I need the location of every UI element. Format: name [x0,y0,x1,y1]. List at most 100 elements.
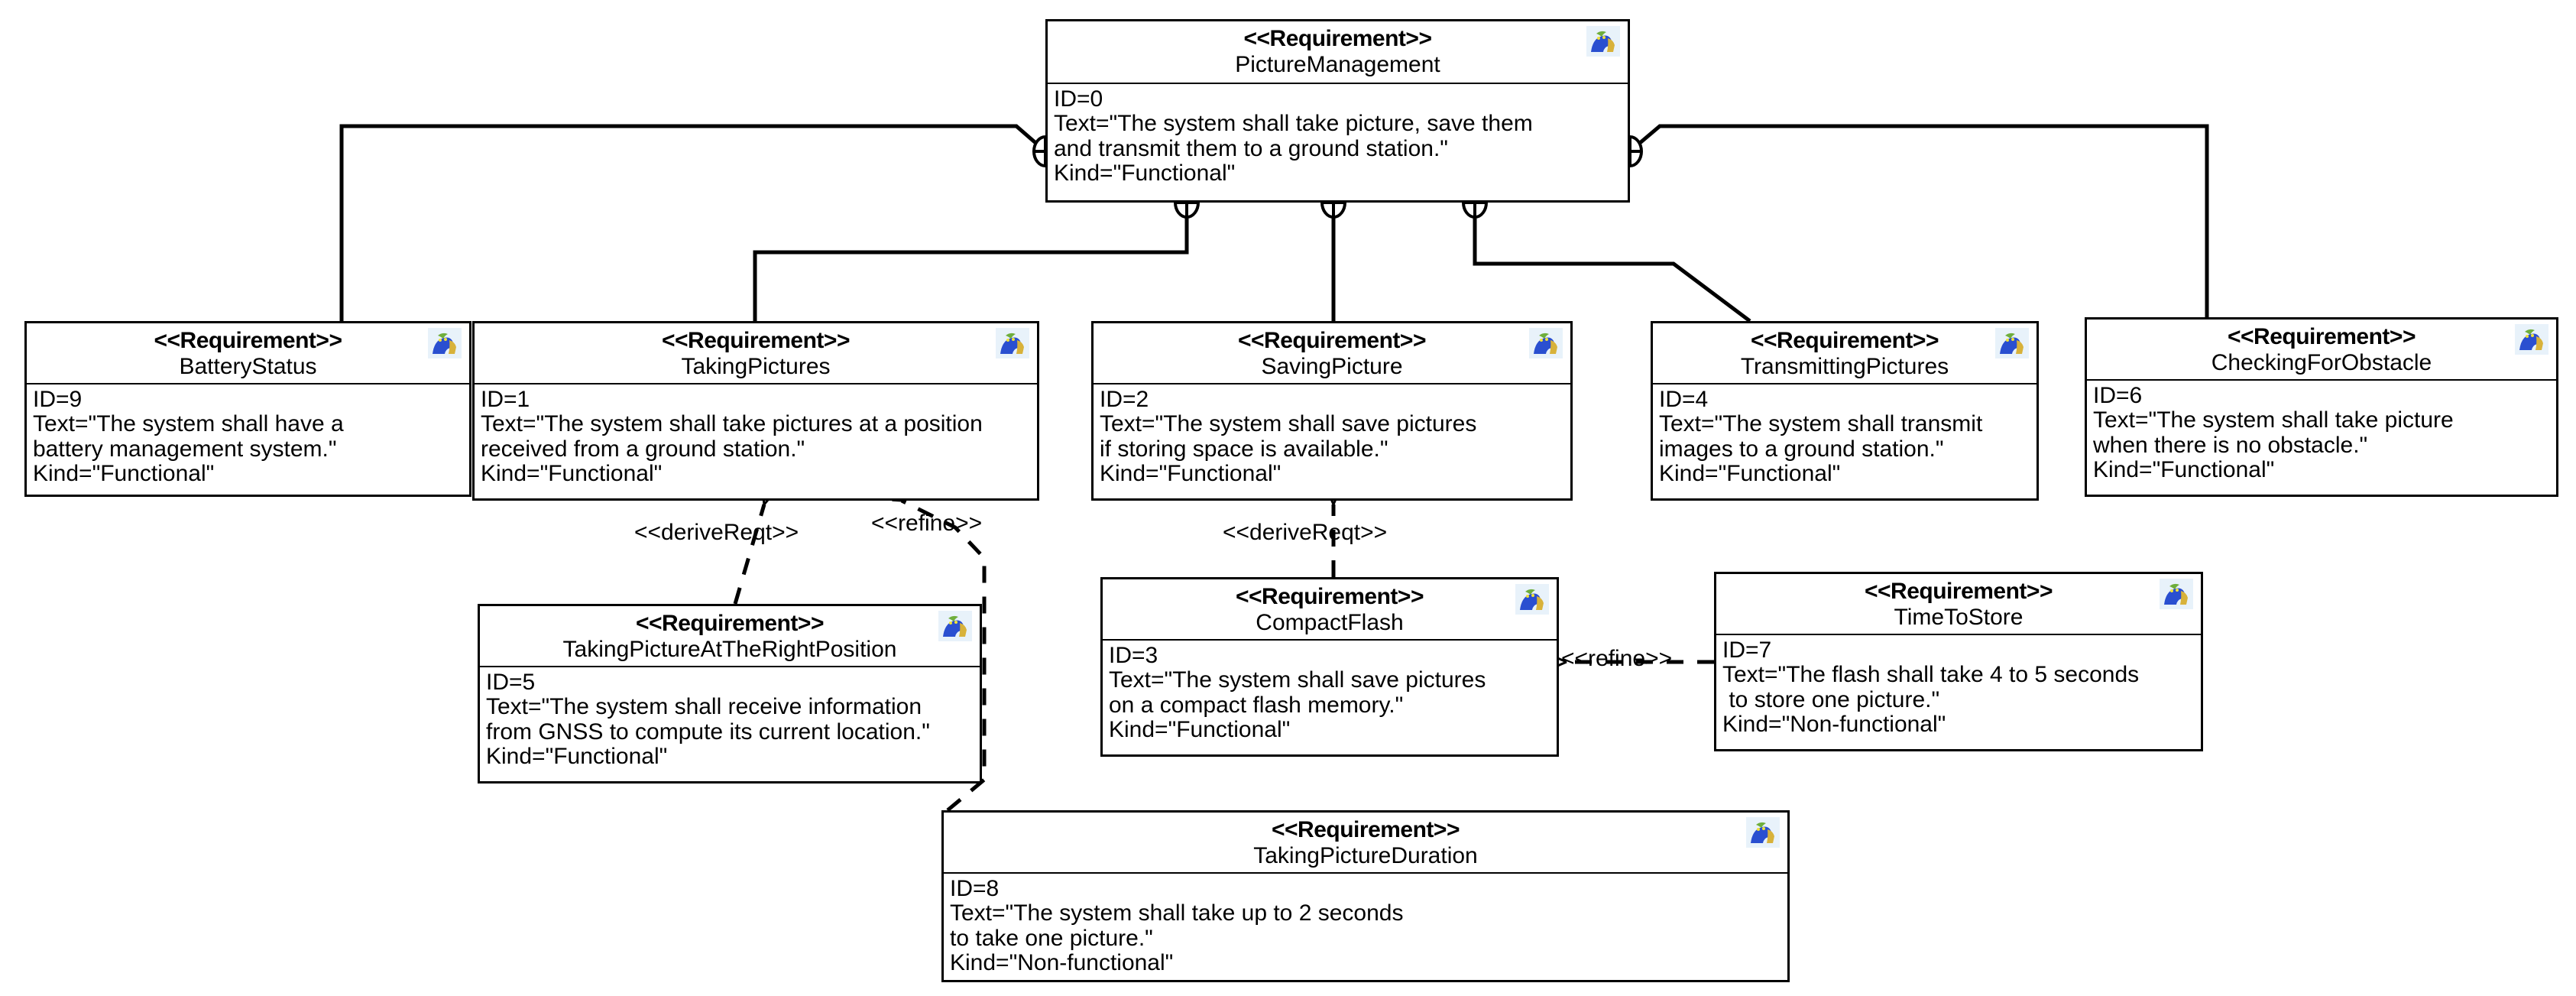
block-body: ID=3 Text="The system shall save picture… [1103,641,1557,749]
block-id: ID=1 [481,387,530,412]
block-stereotype: <<Requirement>> [636,611,824,636]
block-body: ID=2 Text="The system shall save picture… [1094,384,1570,493]
requirement-block-time-to-store[interactable]: <<Requirement>> TimeToStore ID=7 Text="T… [1714,572,2203,751]
block-text-line-2: when there is no obstacle." [2093,432,2368,458]
block-body: ID=6 Text="The system shall take picture… [2087,381,2556,489]
block-name: TransmittingPictures [1740,353,1949,379]
requirement-block-battery-status[interactable]: <<Requirement>> BatteryStatus ID=9 Text=… [24,321,471,497]
block-stereotype: <<Requirement>> [662,328,850,353]
block-text-line-2: if storing space is available." [1100,436,1388,462]
block-text-line-2: to store one picture." [1722,686,1940,712]
block-body: ID=8 Text="The system shall take up to 2… [944,874,1787,982]
block-kind: Kind="Functional" [1659,461,1841,487]
requirement-block-taking-picture-duration[interactable]: <<Requirement>> TakingPictureDuration ID… [941,810,1790,982]
papyrus-requirement-icon [1746,817,1780,848]
block-kind: Kind="Functional" [2093,457,2275,483]
block-stereotype: <<Requirement>> [2228,324,2416,349]
papyrus-requirement-icon [1586,26,1620,57]
block-text-line-1: Text="The system shall take pictures at … [481,411,983,437]
requirement-block-picture-management[interactable]: <<Requirement>> PictureManagement ID=0 T… [1045,19,1630,203]
block-kind: Kind="Functional" [33,461,215,487]
block-id: ID=2 [1100,387,1149,412]
block-name: CompactFlash [1256,609,1404,635]
edge-label-refine-compact-flash: <<refine>> [1561,646,1673,671]
block-text-line-1: Text="The system shall save pictures [1100,411,1477,437]
block-header: <<Requirement>> TakingPictures [475,323,1037,384]
block-body: ID=9 Text="The system shall have a batte… [27,384,469,493]
requirement-block-compact-flash[interactable]: <<Requirement>> CompactFlash ID=3 Text="… [1100,577,1559,757]
papyrus-requirement-icon [1995,328,2029,358]
requirement-block-checking-for-obstacle[interactable]: <<Requirement>> CheckingForObstacle ID=6… [2085,317,2558,497]
block-text-line-1: Text="The flash shall take 4 to 5 second… [1722,662,2140,688]
block-text-line-2: and transmit them to a ground station." [1054,135,1448,161]
papyrus-requirement-icon [2515,324,2548,355]
block-kind: Kind="Non-functional" [950,950,1174,976]
papyrus-requirement-icon [2160,579,2193,609]
block-text-line-2: battery management system." [33,436,337,462]
block-kind: Kind="Non-functional" [1722,712,1946,738]
block-id: ID=5 [486,670,536,695]
block-body: ID=5 Text="The system shall receive info… [480,667,980,776]
papyrus-requirement-icon [938,611,972,641]
block-body: ID=1 Text="The system shall take picture… [475,384,1037,493]
block-stereotype: <<Requirement>> [1751,328,1939,353]
block-id: ID=9 [33,387,83,412]
block-text-line-1: Text="The system shall take picture [2093,407,2454,433]
block-header: <<Requirement>> BatteryStatus [27,323,469,384]
block-header: <<Requirement>> TimeToStore [1716,574,2201,635]
block-text-line-2: from GNSS to compute its current locatio… [486,719,930,745]
block-header: <<Requirement>> SavingPicture [1094,323,1570,384]
block-name: TakingPictureDuration [1253,842,1478,868]
block-kind: Kind="Functional" [486,744,668,770]
containment-edge-checking-for-obstacle [1628,124,2209,320]
block-text-line-2: received from a ground station." [481,436,805,462]
edge-label-derive-reqt-saving-picture: <<deriveReqt>> [1223,520,1388,545]
block-body: ID=4 Text="The system shall transmit ima… [1653,384,2036,493]
edge-label-derive-reqt-taking-pictures: <<deriveReqt>> [634,520,799,545]
block-stereotype: <<Requirement>> [1865,579,2053,604]
block-name: TimeToStore [1894,604,2024,630]
block-stereotype: <<Requirement>> [154,328,342,353]
block-text-line-1: Text="The system shall take picture, sav… [1054,111,1533,137]
block-text-line-1: Text="The system shall save pictures [1109,667,1486,693]
block-name: CheckingForObstacle [2211,349,2432,375]
requirement-block-taking-picture-at-the-right-position[interactable]: <<Requirement>> TakingPictureAtTheRightP… [478,604,982,783]
block-id: ID=8 [950,876,1000,901]
block-id: ID=4 [1659,387,1709,412]
block-stereotype: <<Requirement>> [1272,817,1460,842]
requirement-block-saving-picture[interactable]: <<Requirement>> SavingPicture ID=2 Text=… [1091,321,1573,501]
block-body: ID=7 Text="The flash shall take 4 to 5 s… [1716,635,2201,744]
block-name: TakingPictures [681,353,831,379]
block-id: ID=0 [1054,86,1103,112]
block-text-line-2: images to a ground station." [1659,436,1944,462]
block-text-line-1: Text="The system shall take up to 2 seco… [950,900,1404,926]
papyrus-requirement-icon [1529,328,1563,358]
block-text-line-1: Text="The system shall receive informati… [486,694,922,720]
block-body: ID=0 Text="The system shall take picture… [1048,84,1628,193]
block-name: BatteryStatus [179,353,317,379]
block-kind: Kind="Functional" [1109,717,1291,743]
block-text-line-1: Text="The system shall transmit [1659,411,1983,437]
requirement-block-transmitting-pictures[interactable]: <<Requirement>> TransmittingPictures ID=… [1651,321,2039,501]
block-stereotype: <<Requirement>> [1243,26,1432,51]
block-kind: Kind="Functional" [1054,161,1236,187]
block-header: <<Requirement>> TakingPictureAtTheRightP… [480,606,980,667]
block-kind: Kind="Functional" [481,461,663,487]
papyrus-requirement-icon [428,328,462,358]
block-stereotype: <<Requirement>> [1238,328,1426,353]
block-header: <<Requirement>> CheckingForObstacle [2087,320,2556,381]
papyrus-requirement-icon [1515,584,1549,615]
papyrus-requirement-icon [996,328,1029,358]
block-name: TakingPictureAtTheRightPosition [562,636,897,662]
block-header: <<Requirement>> CompactFlash [1103,579,1557,641]
edge-label-refine-taking-pictures: <<refine>> [871,511,983,536]
block-kind: Kind="Functional" [1100,461,1282,487]
requirement-block-taking-pictures[interactable]: <<Requirement>> TakingPictures ID=1 Text… [472,321,1039,501]
block-text-line-2: to take one picture." [950,925,1153,951]
block-text-line-1: Text="The system shall have a [33,411,344,437]
block-name: PictureManagement [1235,51,1440,77]
block-id: ID=6 [2093,383,2143,408]
block-name: SavingPicture [1261,353,1403,379]
containment-edge-battery-status [339,124,1047,321]
block-header: <<Requirement>> TransmittingPictures [1653,323,2036,384]
